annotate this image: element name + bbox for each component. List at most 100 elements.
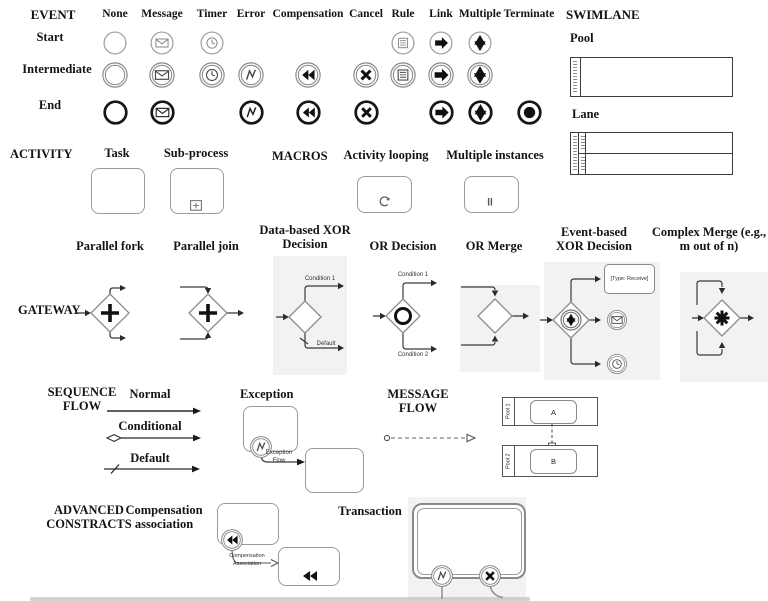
gateway-header-or-decision: OR Decision bbox=[369, 239, 437, 253]
gateway-header-xor-decision: Data-based XOR Decision bbox=[259, 223, 351, 251]
transaction-cancel-event-icon bbox=[478, 564, 502, 588]
event-column-header-rule: Rule bbox=[391, 8, 415, 20]
start-multiple-event-icon bbox=[467, 30, 493, 56]
end-cancel-event-icon bbox=[353, 99, 380, 126]
event-based-message-event-icon bbox=[606, 309, 628, 331]
macros-section-label: MACROS bbox=[272, 149, 328, 163]
scan-artifact-strip bbox=[30, 597, 530, 601]
intermediate-rule-event-icon bbox=[389, 61, 417, 89]
multiple-instances-label: Multiple instances bbox=[446, 148, 544, 162]
transaction-label: Transaction bbox=[338, 504, 402, 518]
normal-flow-label: Normal bbox=[129, 387, 171, 401]
or-condition2-label: Condition 2 bbox=[397, 352, 429, 358]
message-flow-arrow bbox=[383, 433, 477, 443]
activity-looping-label: Activity looping bbox=[343, 148, 429, 162]
event-based-xor-figure bbox=[540, 275, 601, 368]
swimlane-section-label: SWIMLANE bbox=[566, 7, 640, 22]
compensation-marker-icon bbox=[303, 571, 317, 581]
xor-default-label: Default bbox=[316, 341, 336, 347]
pool1-label: Pool 1 bbox=[505, 403, 512, 420]
activity-section-label: ACTIVITY bbox=[10, 147, 73, 161]
task-b-shape: B bbox=[530, 449, 577, 474]
compensation-assoc-label: Compensation Association bbox=[229, 553, 265, 567]
gateway-header-complex-merge: Complex Merge (e.g., m out of n) bbox=[651, 225, 767, 253]
subprocess-plus-icon bbox=[190, 200, 202, 211]
receive-task-shape: [Type: Receive] bbox=[604, 264, 655, 294]
sequence-flow-section-label: SEQUENCE FLOW bbox=[47, 385, 117, 413]
event-column-header-cancel: Cancel bbox=[349, 8, 383, 20]
intermediate-compensation-event-icon bbox=[294, 61, 322, 89]
start-link-event-icon bbox=[428, 30, 454, 56]
transaction-shape bbox=[412, 503, 526, 579]
event-column-header-none: None bbox=[102, 8, 128, 20]
default-flow-label: Default bbox=[130, 451, 170, 465]
event-column-header-error: Error bbox=[236, 8, 266, 20]
event-column-header-compensation: Compensation bbox=[272, 8, 344, 20]
end-error-event-icon bbox=[238, 99, 265, 126]
end-none-event-icon bbox=[102, 99, 129, 126]
subprocess-label: Sub-process bbox=[163, 146, 229, 160]
task-a-shape: A bbox=[530, 400, 577, 424]
xor-decision-figure bbox=[276, 282, 344, 352]
event-row-label-intermediate: Intermediate bbox=[22, 62, 92, 76]
start-rule-event-icon bbox=[390, 30, 416, 56]
event-section-label: EVENT bbox=[30, 7, 76, 22]
complex-merge-figure bbox=[692, 280, 754, 356]
task-b-label: B bbox=[550, 457, 556, 466]
sequence-flow-arrows bbox=[104, 407, 201, 474]
intermediate-timer-event-icon bbox=[198, 61, 226, 89]
intermediate-multiple-event-icon bbox=[466, 61, 494, 89]
event-column-header-link: Link bbox=[429, 8, 453, 20]
end-message-event-icon bbox=[149, 99, 176, 126]
or-merge-figure bbox=[461, 286, 529, 346]
xor-condition1-label: Condition 1 bbox=[304, 276, 336, 282]
pool1-name-band: Pool 1 bbox=[503, 398, 515, 425]
multi-instance-bars-icon bbox=[487, 198, 493, 206]
task-label: Task bbox=[104, 146, 130, 160]
or-decision-figure bbox=[373, 279, 437, 353]
event-row-label-end: End bbox=[38, 98, 62, 112]
lane-shape bbox=[570, 132, 733, 175]
transaction-error-event-icon bbox=[430, 564, 454, 588]
intermediate-link-event-icon bbox=[427, 61, 455, 89]
exception-flow-label: Exception Flow bbox=[265, 450, 293, 464]
lane-2-band bbox=[579, 154, 587, 174]
gateway-header-parallel-fork: Parallel fork bbox=[76, 239, 144, 253]
multiple-instances-shape bbox=[464, 176, 519, 213]
end-link-event-icon bbox=[428, 99, 455, 126]
gateway-header-event-based: Event-based XOR Decision bbox=[555, 225, 633, 253]
compensation-association-label: Compensation association bbox=[125, 503, 203, 531]
conditional-flow-label: Conditional bbox=[118, 419, 182, 433]
gateway-section-label: GATEWAY bbox=[18, 303, 81, 317]
lane-1 bbox=[579, 133, 732, 154]
message-flow-section-label: MESSAGE FLOW bbox=[387, 387, 449, 415]
activity-looping-shape bbox=[357, 176, 412, 213]
transaction-inner-border bbox=[416, 507, 522, 575]
lane-1-band bbox=[579, 133, 587, 153]
lane-label: Lane bbox=[572, 107, 600, 121]
end-multiple-event-icon bbox=[467, 99, 494, 126]
parallel-fork-figure bbox=[76, 285, 130, 341]
pool2-name-band: Pool 2 bbox=[503, 446, 515, 476]
compensation-intermediate-event-icon bbox=[220, 528, 244, 552]
pool2-label: Pool 2 bbox=[505, 453, 512, 469]
intermediate-cancel-event-icon bbox=[352, 61, 380, 89]
exception-target-task-shape bbox=[305, 448, 364, 493]
or-condition1-label: Condition 1 bbox=[397, 272, 429, 278]
task-a-label: A bbox=[550, 407, 556, 417]
intermediate-message-event-icon bbox=[148, 61, 176, 89]
loop-icon bbox=[379, 196, 390, 207]
event-column-header-timer: Timer bbox=[196, 8, 228, 20]
gateway-header-parallel-join: Parallel join bbox=[173, 239, 239, 253]
event-column-header-message: Message bbox=[141, 8, 183, 20]
exception-error-event-icon bbox=[249, 435, 273, 459]
lane-pool-band bbox=[571, 133, 579, 174]
task-shape bbox=[91, 168, 145, 214]
intermediate-none-event-icon bbox=[101, 61, 129, 89]
pool-label: Pool bbox=[570, 31, 594, 45]
end-terminate-event-icon bbox=[516, 99, 543, 126]
pool-name-band bbox=[571, 58, 581, 96]
gateway-header-or-merge: OR Merge bbox=[465, 239, 523, 253]
start-timer-event-icon bbox=[199, 30, 225, 56]
